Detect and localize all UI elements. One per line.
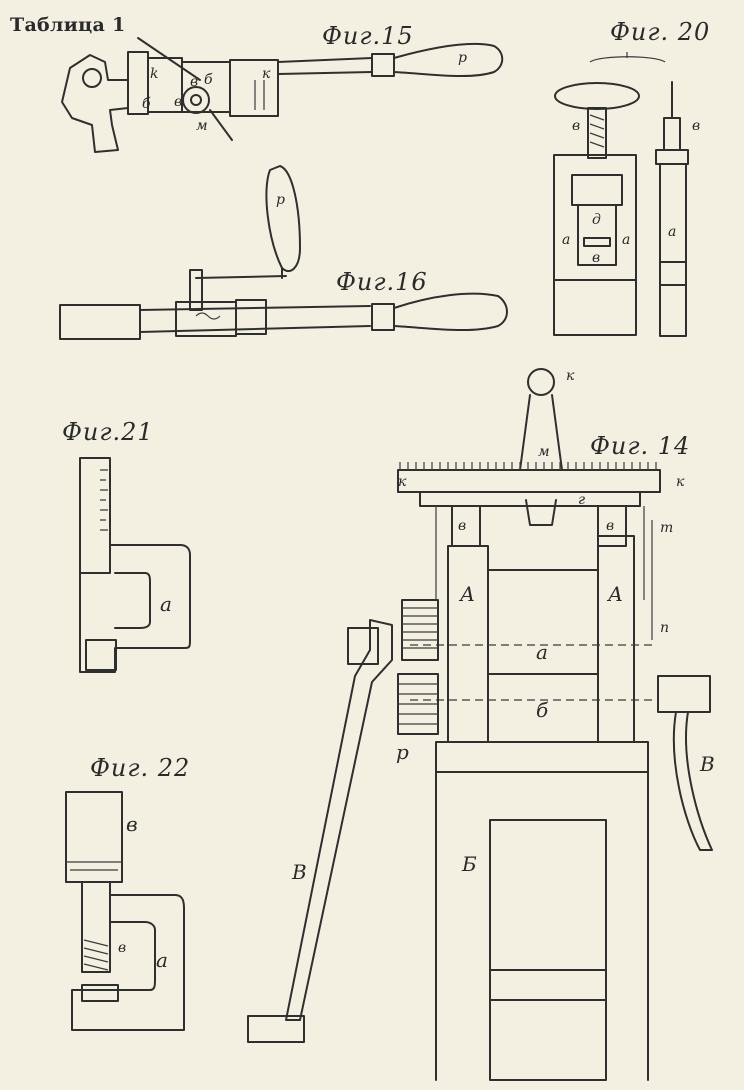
fig14-part-a-roll: а xyxy=(536,640,548,664)
fig15-part-k: k xyxy=(150,66,159,82)
fig20-part-a-right: а xyxy=(622,232,631,248)
fig21-label: Фиг.21 xyxy=(62,418,154,446)
fig14-part-k-handle: к xyxy=(566,368,575,384)
fig14-part-V-right: В xyxy=(700,752,715,776)
fig21-part-a: а xyxy=(160,592,172,616)
fig20-part-v-side: в xyxy=(692,118,701,134)
fig14-part-g: г xyxy=(578,492,586,508)
fig22-part-v: в xyxy=(126,812,138,836)
fig22-label: Фиг. 22 xyxy=(90,754,191,782)
fig14-part-r: р xyxy=(396,740,409,764)
fig20-part-v-bottom: в xyxy=(592,250,601,266)
fig22-drawing xyxy=(65,791,185,1031)
fig21-drawing xyxy=(79,457,191,673)
fig15-part-v: в xyxy=(174,94,183,110)
fig15-part-v-top: в xyxy=(190,74,199,90)
fig20-label: Фиг. 20 xyxy=(610,18,711,46)
fig20-part-a-left: а xyxy=(562,232,571,248)
fig16-drawing xyxy=(59,165,508,340)
fig15-drawing xyxy=(61,37,504,153)
page-title: Таблица 1 xyxy=(10,14,126,36)
fig15-part-k-right: к xyxy=(262,66,271,82)
fig14-part-B-base: Б xyxy=(462,852,477,876)
fig14-part-v-left: в xyxy=(458,518,467,534)
fig14-part-t: т xyxy=(660,520,674,536)
fig14-part-b-roll: б xyxy=(536,698,549,722)
fig20-part-a-side: а xyxy=(668,224,677,240)
fig14-part-k-right: к xyxy=(676,474,685,490)
fig16-label: Фиг.16 xyxy=(336,268,428,296)
fig14-part-m: м xyxy=(538,444,550,460)
fig15-label: Фиг.15 xyxy=(322,22,414,50)
fig20-part-d: д xyxy=(592,212,601,228)
fig20-part-v: в xyxy=(572,118,581,134)
fig14-part-v-right: в xyxy=(606,518,615,534)
fig14-drawing xyxy=(247,368,713,1081)
fig14-part-p: п xyxy=(660,620,670,636)
fig22-part-a: а xyxy=(156,948,168,972)
fig14-part-A-left: А xyxy=(460,582,476,606)
fig16-part-r: р xyxy=(276,192,285,208)
fig15-part-m: м xyxy=(196,118,208,134)
fig15-part-b: б xyxy=(142,96,151,112)
fig14-label: Фиг. 14 xyxy=(590,432,691,460)
fig22-part-v-screw: в xyxy=(118,940,127,956)
fig20-drawing xyxy=(553,52,689,337)
fig14-part-A-right: А xyxy=(608,582,624,606)
fig14-part-k-left: к xyxy=(398,474,407,490)
fig15-part-b-top: б xyxy=(204,72,213,88)
fig14-part-V-left: В xyxy=(292,860,307,884)
fig15-part-r: р xyxy=(458,50,467,66)
